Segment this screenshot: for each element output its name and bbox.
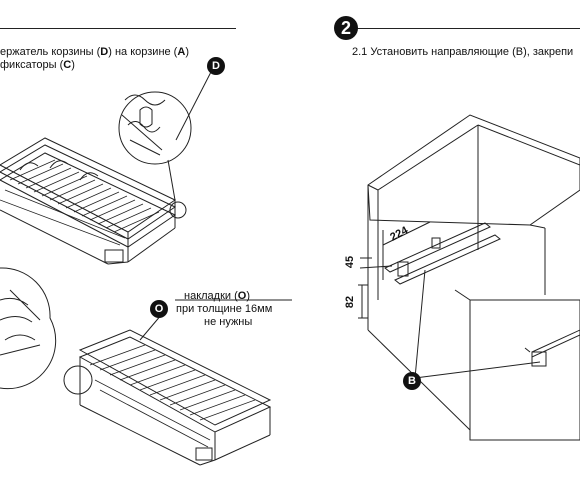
note-line1: накладки (O) [184,290,250,303]
right-header-rule [352,28,580,29]
label-a: A [177,46,186,58]
text-part: накладки ( [184,290,238,302]
text-part: фиксаторы ( [0,59,64,71]
text-part: ) [246,290,250,302]
upper-basket-drawing [0,137,177,265]
step-number-badge: 2 [334,16,358,40]
left-header-rule [0,28,236,29]
right-instruction: 2.1 Установить направляющие (B), закрепи [352,46,574,58]
label-c: C [63,59,72,71]
note-line3: не нужны [204,316,253,328]
dimension-45: 45 [344,255,357,269]
dimension-82: 82 [344,295,357,309]
text-part: ) [185,46,189,58]
text-part: ) [71,59,75,71]
callout-b-badge: B [403,372,421,390]
cabinet-drawing [358,114,580,441]
text-part: ержатель корзины ( [0,46,101,58]
left-instruction-line2: фиксаторы (C) [0,59,75,72]
callout-d-badge: D [207,57,225,75]
label-o: O [237,290,247,302]
zoom-circle-left [0,267,57,390]
note-line2: при толщине 16мм [176,303,273,315]
callout-o-badge: O [150,300,168,318]
label-d: D [100,46,109,58]
zoom-circle-d [118,69,213,219]
text-part: ) на корзине ( [108,46,178,58]
left-instruction-line1: ержатель корзины (D) на корзине (A) [0,46,189,59]
lower-basket-drawing [63,299,292,466]
